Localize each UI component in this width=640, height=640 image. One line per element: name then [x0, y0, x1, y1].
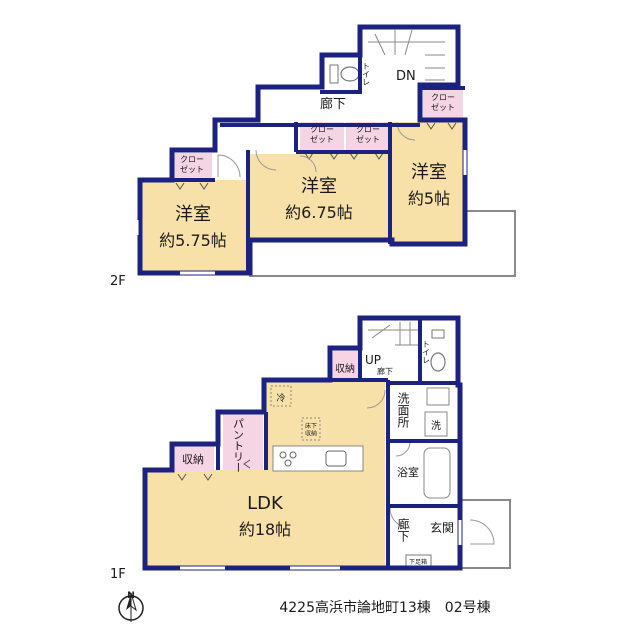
bathroom-label: 浴室: [397, 465, 419, 479]
room-2f-east: [392, 122, 465, 242]
compass-label: N: [127, 591, 135, 601]
room-2f-east-size: 約5帖: [408, 189, 450, 208]
hallway-2f-label: 廊下: [320, 96, 346, 112]
closet-2f-east-label: クローゼット: [431, 93, 455, 112]
floor-label-2f: 2F: [110, 274, 126, 289]
room-2f-center: [250, 154, 388, 240]
toilet-1f-tank-icon: [431, 329, 445, 339]
washer-space: [424, 411, 448, 437]
bathtub-icon: [423, 447, 451, 499]
pantry-label: パントリー: [232, 418, 245, 473]
storage-1f-a: [172, 444, 214, 472]
toilet-2f-tank-icon: [329, 64, 339, 84]
underfloor-storage: [301, 417, 321, 441]
pantry: [223, 412, 263, 470]
floor-1f: [142, 315, 511, 571]
stair-hall-label: 廊下: [377, 366, 393, 376]
washbasin-icon: [426, 387, 450, 406]
hallway-2f: [220, 87, 420, 125]
toilet-2f-label: トイレ: [362, 62, 371, 86]
storage-1f-b-label: 収納: [335, 362, 355, 375]
stairs-1f-label: UP: [365, 353, 381, 367]
room-2f-west: [140, 180, 247, 273]
wall-2f-inner: [172, 55, 465, 273]
washroom-label: 洗面所: [396, 392, 410, 428]
porch-outline: [462, 499, 511, 569]
compass-icon: [118, 592, 144, 622]
closet-2f-east: [423, 90, 463, 120]
room-2f-center-size: 約6.75帖: [285, 203, 353, 222]
wall-2f-outer: [137, 24, 468, 276]
stairs-1f-icon: [368, 322, 418, 346]
underfloor-label: 床下収納: [305, 422, 317, 438]
ldk-name: LDK: [247, 493, 284, 514]
bathroom: [391, 442, 455, 504]
toilet-1f-bowl-icon: [430, 352, 446, 372]
closet-2f-center-b-label: クローゼット: [356, 125, 380, 144]
room-2f-west-size: 約5.75帖: [159, 231, 227, 250]
toilet-1f: [422, 322, 455, 380]
stove-icon: [279, 451, 297, 467]
closet-2f-west: [172, 153, 212, 180]
ldk-size: 約18帖: [239, 520, 291, 539]
plan-title: 4225高浜市論地町13棟 02号棟: [279, 599, 490, 616]
room-2f-center-name: 洋室: [301, 176, 337, 197]
stairs-2f-label: DN: [396, 69, 416, 84]
wall-1f-outer: [142, 315, 463, 571]
wall-1f-inner: [216, 318, 460, 568]
storage-1f-a-label: 収納: [182, 453, 204, 466]
closet-2f-west-label: クローゼット: [180, 155, 204, 174]
kitchen-counter: [272, 445, 364, 472]
toilet-1f-label: トイレ: [422, 340, 431, 364]
storage-1f-b: [333, 348, 358, 378]
sink-icon: [325, 450, 347, 467]
room-2f-east-name: 洋室: [411, 162, 447, 183]
washer-label: 洗: [431, 420, 441, 432]
floor-label-1f: 1F: [110, 567, 126, 582]
hall-1f-label: 廊下: [396, 517, 410, 542]
closet-2f-center-a-label: クローゼット: [310, 125, 334, 144]
fridge-label: 冷: [276, 392, 285, 404]
entrance-label: 玄関: [430, 520, 454, 535]
shoe-box-label: 下足箱: [409, 558, 427, 566]
floor-2f: [135, 24, 516, 277]
stairs-2f-icon: [368, 29, 445, 81]
room-2f-west-name: 洋室: [175, 204, 211, 225]
ldk-lower: [145, 470, 385, 568]
fridge-space: [270, 385, 292, 407]
